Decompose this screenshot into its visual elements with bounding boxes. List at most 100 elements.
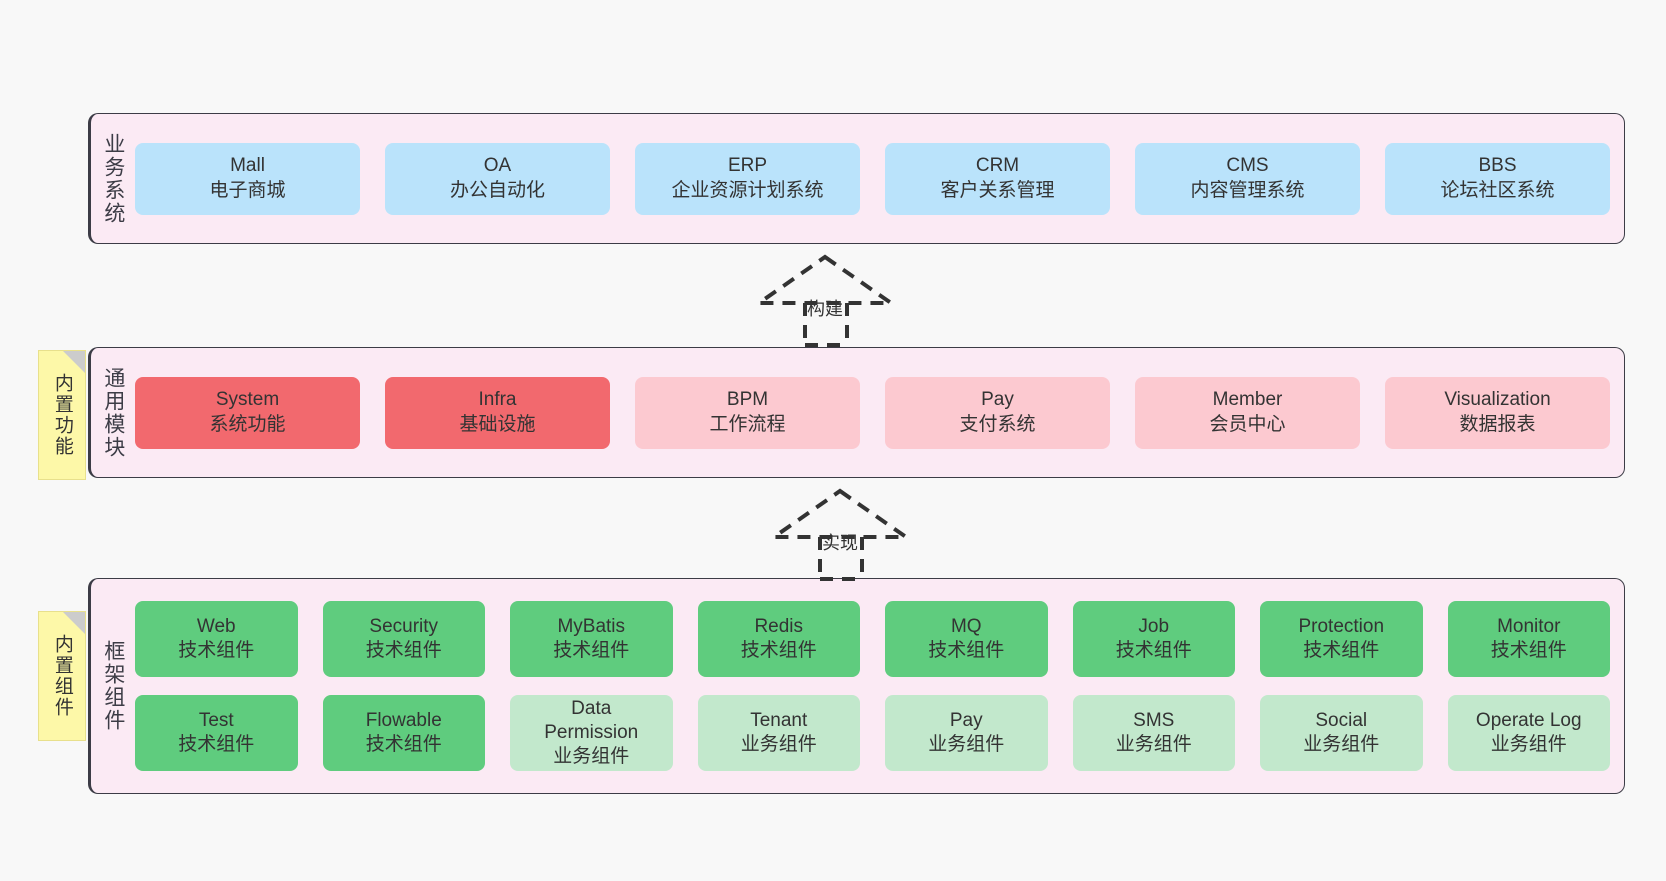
node-title: CMS (1226, 155, 1269, 177)
node-subtitle: 技术组件 (740, 640, 817, 661)
node-title: MyBatis (557, 615, 626, 637)
node-title: Security (369, 615, 439, 637)
node-operate-log[interactable]: Operate Log 业务组件 (1447, 695, 1610, 771)
layer-common-modules: 通用模块 System 系统功能 Infra 基础设施 BPM 工作流程 Pay… (88, 347, 1625, 478)
node-title: System (215, 389, 280, 411)
node-subtitle: 技术组件 (178, 734, 255, 755)
node-subtitle: 论坛社区系统 (1440, 179, 1555, 201)
connector-label-implement: 实现 (822, 533, 858, 553)
node-protection[interactable]: Protection 技术组件 (1260, 601, 1423, 677)
node-title: SMS (1133, 709, 1175, 731)
node-subtitle: 会员中心 (1209, 413, 1286, 435)
node-subtitle: 业务组件 (1303, 734, 1380, 755)
node-subtitle: 系统功能 (209, 413, 286, 435)
node-tenant[interactable]: Tenant 业务组件 (697, 695, 860, 771)
node-title: Job (1138, 615, 1170, 637)
node-title: BBS (1478, 155, 1517, 177)
node-title: Test (198, 709, 234, 731)
node-social[interactable]: Social 业务组件 (1260, 695, 1423, 771)
layer-title-business-systems: 业务系统 (101, 132, 125, 225)
node-subtitle: 业务组件 (928, 734, 1005, 755)
node-title: Flowable (365, 709, 442, 731)
node-security[interactable]: Security 技术组件 (322, 601, 485, 677)
node-title: Pay (949, 709, 983, 731)
node-row: Mall 电子商城 OA 办公自动化 ERP 企业资源计划系统 CRM 客户关系… (135, 142, 1610, 215)
layer-business-systems: 业务系统 Mall 电子商城 OA 办公自动化 ERP 企业资源计划系统 CRM… (88, 113, 1625, 244)
node-title: CRM (975, 155, 1020, 177)
node-job[interactable]: Job 技术组件 (1072, 601, 1235, 677)
note-builtin-functions: 内置功能 (38, 350, 86, 480)
node-cms[interactable]: CMS 内容管理系统 (1135, 142, 1360, 215)
node-data-permission[interactable]: Data Permission 业务组件 (510, 695, 673, 771)
node-title: Operate Log (1475, 709, 1582, 731)
node-erp[interactable]: ERP 企业资源计划系统 (635, 142, 860, 215)
node-mall[interactable]: Mall 电子商城 (135, 142, 360, 215)
node-row: Web 技术组件 Security 技术组件 MyBatis 技术组件 Redi… (135, 601, 1610, 677)
node-title: Monitor (1497, 615, 1561, 637)
layer-body-framework-components: Web 技术组件 Security 技术组件 MyBatis 技术组件 Redi… (135, 579, 1624, 793)
build-arrow-icon (752, 254, 898, 347)
node-mq[interactable]: MQ 技术组件 (885, 601, 1048, 677)
node-visualization[interactable]: Visualization 数据报表 (1385, 376, 1610, 449)
node-subtitle: 业务组件 (1115, 734, 1192, 755)
node-subtitle: 技术组件 (178, 640, 255, 661)
node-title: OA (483, 155, 512, 177)
node-monitor[interactable]: Monitor 技术组件 (1447, 601, 1610, 677)
connector-implement: 实现 (767, 488, 913, 581)
node-member[interactable]: Member 会员中心 (1135, 376, 1360, 449)
node-sms[interactable]: SMS 业务组件 (1072, 695, 1235, 771)
node-row: Test 技术组件 Flowable 技术组件 Data Permission … (135, 695, 1610, 771)
note-fold-icon (63, 351, 85, 373)
node-infra[interactable]: Infra 基础设施 (385, 376, 610, 449)
node-mybatis[interactable]: MyBatis 技术组件 (510, 601, 673, 677)
note-fold-icon (63, 612, 85, 634)
connector-build: 构建 (752, 254, 898, 347)
node-web[interactable]: Web 技术组件 (135, 601, 298, 677)
note-label: 内置功能 (51, 373, 73, 457)
node-title: Social (1315, 709, 1368, 731)
node-title: Member (1212, 389, 1283, 411)
note-builtin-components: 内置组件 (38, 611, 86, 741)
node-subtitle: 支付系统 (959, 413, 1036, 435)
node-subtitle: 技术组件 (1115, 640, 1192, 661)
layer-body-business-systems: Mall 电子商城 OA 办公自动化 ERP 企业资源计划系统 CRM 客户关系… (135, 114, 1624, 243)
node-title: Redis (754, 615, 804, 637)
node-subtitle: 工作流程 (709, 413, 786, 435)
node-oa[interactable]: OA 办公自动化 (385, 142, 610, 215)
node-system[interactable]: System 系统功能 (135, 376, 360, 449)
node-subtitle: 基础设施 (459, 413, 536, 435)
node-title: BPM (726, 389, 769, 411)
node-subtitle: 数据报表 (1459, 413, 1536, 435)
node-flowable[interactable]: Flowable 技术组件 (322, 695, 485, 771)
node-pay-module[interactable]: Pay 支付系统 (885, 376, 1110, 449)
node-subtitle: 技术组件 (1490, 640, 1567, 661)
node-crm[interactable]: CRM 客户关系管理 (885, 142, 1110, 215)
node-subtitle: 内容管理系统 (1190, 179, 1305, 201)
node-subtitle: 电子商城 (209, 179, 286, 201)
node-bbs[interactable]: BBS 论坛社区系统 (1385, 142, 1610, 215)
node-title: Tenant (750, 709, 808, 731)
node-test[interactable]: Test 技术组件 (135, 695, 298, 771)
implement-arrow-icon (767, 488, 913, 581)
node-subtitle: 技术组件 (365, 734, 442, 755)
node-subtitle: 办公自动化 (449, 179, 545, 201)
node-subtitle: 业务组件 (740, 734, 817, 755)
node-row: System 系统功能 Infra 基础设施 BPM 工作流程 Pay 支付系统… (135, 376, 1610, 449)
layer-framework-components: 框架组件 Web 技术组件 Security 技术组件 MyBatis 技术组件… (88, 578, 1625, 794)
node-bpm[interactable]: BPM 工作流程 (635, 376, 860, 449)
node-title: Data Permission (544, 697, 639, 743)
note-label: 内置组件 (51, 634, 73, 718)
node-subtitle: 业务组件 (553, 746, 630, 768)
node-title: Web (196, 615, 236, 637)
node-redis[interactable]: Redis 技术组件 (697, 601, 860, 677)
node-pay-component[interactable]: Pay 业务组件 (885, 695, 1048, 771)
node-title: Mall (230, 155, 265, 177)
node-subtitle: 技术组件 (1303, 640, 1380, 661)
layer-title-framework-components: 框架组件 (101, 640, 125, 732)
node-subtitle: 企业资源计划系统 (671, 179, 824, 201)
node-title: Visualization (1444, 389, 1551, 411)
node-subtitle: 业务组件 (1490, 734, 1567, 755)
layer-body-common-modules: System 系统功能 Infra 基础设施 BPM 工作流程 Pay 支付系统… (135, 348, 1624, 477)
node-subtitle: 客户关系管理 (940, 179, 1055, 201)
